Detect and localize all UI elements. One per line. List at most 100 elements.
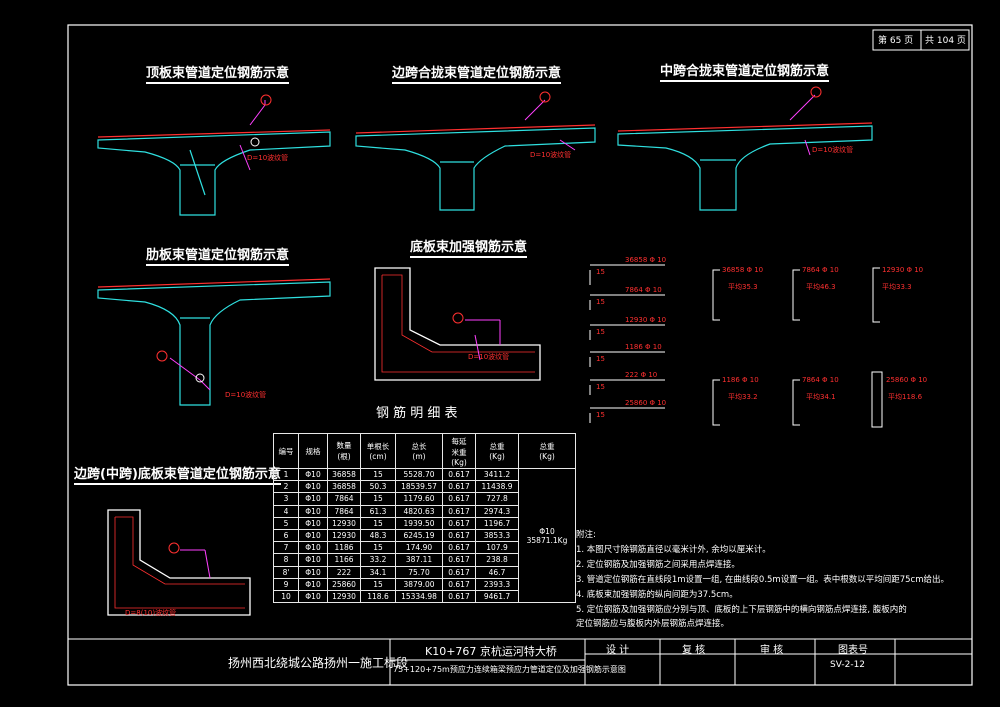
- table-cell: 15334.98: [395, 589, 443, 604]
- table-cell: 3: [273, 492, 299, 506]
- bent-rebar-details: [712, 267, 883, 428]
- note-item: 3. 管道定位钢筋在直线段1m设置一组, 在曲线段0.5m设置一组。表中根数以平…: [576, 575, 949, 585]
- table-cell: 6245.19: [395, 528, 443, 543]
- table-cell: 0.617: [442, 516, 476, 530]
- straight-rebar-label-2: 7864 Φ 10: [625, 286, 662, 294]
- project-name: 扬州西北绕城公路扬州一施工标段: [228, 656, 409, 670]
- table-cell: 12930: [327, 528, 361, 543]
- table-cell: 0.617: [442, 467, 476, 482]
- bellows-label-3: D=10波纹管: [812, 146, 854, 154]
- table-cell: 50.3: [360, 480, 396, 494]
- straight-rebar-label-4: 1186 Φ 10: [625, 343, 662, 351]
- total-spec: Φ10: [539, 526, 555, 536]
- title-top-slab: 顶板束管道定位钢筋示意: [146, 62, 290, 84]
- straight-rebar-len-1: 15: [596, 268, 605, 276]
- table-cell: Φ10: [298, 565, 328, 579]
- table-cell: 6: [273, 528, 299, 543]
- bent-rebar-sub-3: 平均33.3: [882, 283, 912, 291]
- bottom-reinforce-section: [374, 267, 541, 381]
- header-unit-len: 单根长(cm): [360, 433, 396, 469]
- bent-rebar-sub-5: 平均34.1: [806, 393, 836, 401]
- table-cell: 15: [360, 541, 396, 555]
- note-item: 4. 底板束加强钢筋的纵向间距为37.5cm。: [576, 590, 738, 600]
- header-unit-weight: 每延米重(Kg): [442, 433, 476, 469]
- table-cell: Φ10: [298, 492, 328, 506]
- table-cell: 61.3: [360, 504, 396, 518]
- header-count: 数量(根): [327, 433, 361, 469]
- note-item: 定位钢筋应与腹板内外层钢筋点焊连接。: [576, 619, 730, 629]
- table-cell: 238.8: [475, 553, 519, 567]
- table-cell: 18539.57: [395, 480, 443, 494]
- table-cell: 48.3: [360, 528, 396, 543]
- table-cell: Φ10: [298, 467, 328, 482]
- title-rib: 肋板束管道定位钢筋示意: [146, 244, 290, 266]
- straight-rebar-len-2: 15: [596, 298, 605, 306]
- bottom-side-mid-section: [107, 509, 251, 616]
- table-cell: 1186: [327, 541, 361, 555]
- total-weight: 35871.1Kg: [526, 535, 568, 545]
- table-cell: 222: [327, 565, 361, 579]
- review-label: 复 核: [682, 645, 706, 656]
- top-slab-rebar: [239, 100, 266, 171]
- table-cell: 3411.2: [475, 467, 519, 482]
- table-cell: 36858: [327, 467, 361, 482]
- note-item: 2. 定位钢筋及加强钢筋之间采用点焊连接。: [576, 560, 740, 570]
- bent-rebar-label-1: 36858 Φ 10: [722, 266, 764, 274]
- table-cell: 0.617: [442, 553, 476, 567]
- table-cell: 1: [273, 467, 299, 482]
- table-cell: Φ10: [298, 553, 328, 567]
- table-cell: 0.617: [442, 528, 476, 543]
- table-cell: 118.6: [360, 589, 396, 604]
- table-cell: 7: [273, 541, 299, 555]
- table-cell: Φ10: [298, 504, 328, 518]
- table-cell: 2393.3: [475, 577, 519, 591]
- straight-rebar-label-1: 36858 Φ 10: [625, 256, 667, 264]
- drawing-border: [67, 24, 973, 686]
- table-cell: 12930: [327, 589, 361, 604]
- notes-heading: 附注:: [576, 530, 596, 540]
- table-cell: 33.2: [360, 553, 396, 567]
- header-total-len: 总长(m): [395, 433, 443, 469]
- bent-rebar-label-5: 7864 Φ 10: [802, 376, 839, 384]
- straight-rebar-label-5: 222 Φ 10: [625, 371, 658, 379]
- table-cell: 25860: [327, 577, 361, 591]
- table-cell: 0.617: [442, 541, 476, 555]
- bridge-name: K10+767 京杭运河特大桥: [425, 645, 557, 658]
- bellows-label-5: D=10波纹管: [468, 353, 510, 361]
- table-cell: 9461.7: [475, 589, 519, 604]
- title-bottom-side-mid: 边跨(中跨)底板束管道定位钢筋示意: [74, 463, 281, 485]
- straight-rebar-label-3: 12930 Φ 10: [625, 316, 667, 324]
- table-cell: 3853.3: [475, 528, 519, 543]
- table-cell: 1196.7: [475, 516, 519, 530]
- rebar-schedule-table: 编号 规格 数量(根) 单根长(cm) 总长(m) 每延米重(Kg) 总重(Kg…: [273, 433, 576, 604]
- table-cell: 15: [360, 492, 396, 506]
- table-cell: 0.617: [442, 589, 476, 604]
- table-cell: Φ10: [298, 577, 328, 591]
- table-header-row: 编号 规格 数量(根) 单根长(cm) 总长(m) 每延米重(Kg) 总重(Kg…: [273, 433, 576, 469]
- top-slab-section: [97, 129, 331, 216]
- table-cell: 0.617: [442, 492, 476, 506]
- table-cell: 15: [360, 516, 396, 530]
- table-cell: 1179.60: [395, 492, 443, 506]
- table-cell: 7864: [327, 492, 361, 506]
- straight-rebar-len-6: 15: [596, 411, 605, 419]
- header-spec: 规格: [298, 433, 328, 469]
- table-cell: 3879.00: [395, 577, 443, 591]
- table-cell: Φ10: [298, 480, 328, 494]
- table-cell: 1166: [327, 553, 361, 567]
- table-cell: 15: [360, 577, 396, 591]
- table-cell: Φ10: [298, 528, 328, 543]
- design-label: 设 计: [606, 645, 630, 656]
- table-cell: 4: [273, 504, 299, 518]
- note-item: 5. 定位钢筋及加强钢筋应分别与顶、底板的上下层钢筋中的横向钢筋点焊连接, 腹板…: [576, 605, 907, 615]
- side-span-section: [355, 124, 596, 211]
- straight-rebar-label-6: 25860 Φ 10: [625, 399, 667, 407]
- table-cell: 0.617: [442, 565, 476, 579]
- drawing-name: 75+120+75m预应力连续箱梁预应力管道定位及加强钢筋示意图: [393, 665, 626, 674]
